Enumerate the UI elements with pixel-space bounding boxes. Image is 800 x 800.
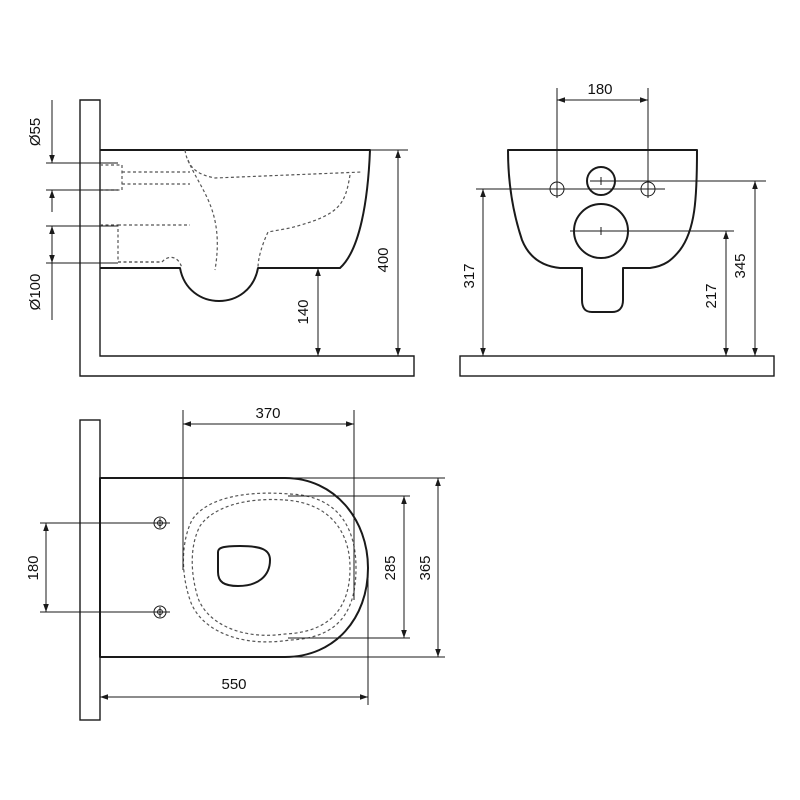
dim-height-345-label: 345 — [732, 253, 749, 278]
dim-width-285-label: 285 — [382, 555, 399, 580]
top-view: 370 180 285 365 550 — [25, 405, 445, 721]
side-view: Ø55 Ø100 400 140 — [27, 99, 415, 377]
dim-top-bolt-180-label: 180 — [25, 555, 42, 580]
dim-rear-bolt-180-label: 180 — [587, 81, 612, 98]
dim-outlet-55-label: Ø55 — [27, 118, 44, 146]
rear-floor — [459, 355, 775, 377]
dim-length-550-label: 550 — [221, 676, 246, 693]
side-wall — [79, 99, 415, 377]
top-hidden-rim-inner — [191, 498, 351, 636]
dim-height-217-label: 217 — [703, 283, 720, 308]
side-hidden-back — [257, 174, 351, 269]
dim-depth-370-label: 370 — [255, 405, 280, 422]
dim-width-365-label: 365 — [417, 555, 434, 580]
rear-view: 180 317 217 345 — [459, 81, 775, 377]
side-inlet-pipe — [100, 164, 190, 191]
side-hidden-rim — [184, 149, 363, 179]
dim-height-400-label: 400 — [375, 247, 392, 272]
dim-outlet-100-label: Ø100 — [27, 274, 44, 311]
dim-height-140-label: 140 — [295, 299, 312, 324]
side-bowl-outline — [100, 149, 371, 302]
rear-bowl-outline — [507, 149, 698, 313]
top-wall — [79, 419, 101, 721]
top-drain-opening — [217, 545, 271, 587]
dim-height-317-label: 317 — [461, 263, 478, 288]
side-hidden-trap — [187, 159, 218, 271]
top-hidden-rim-outer — [182, 492, 357, 643]
side-outlet-pipe — [118, 224, 190, 263]
